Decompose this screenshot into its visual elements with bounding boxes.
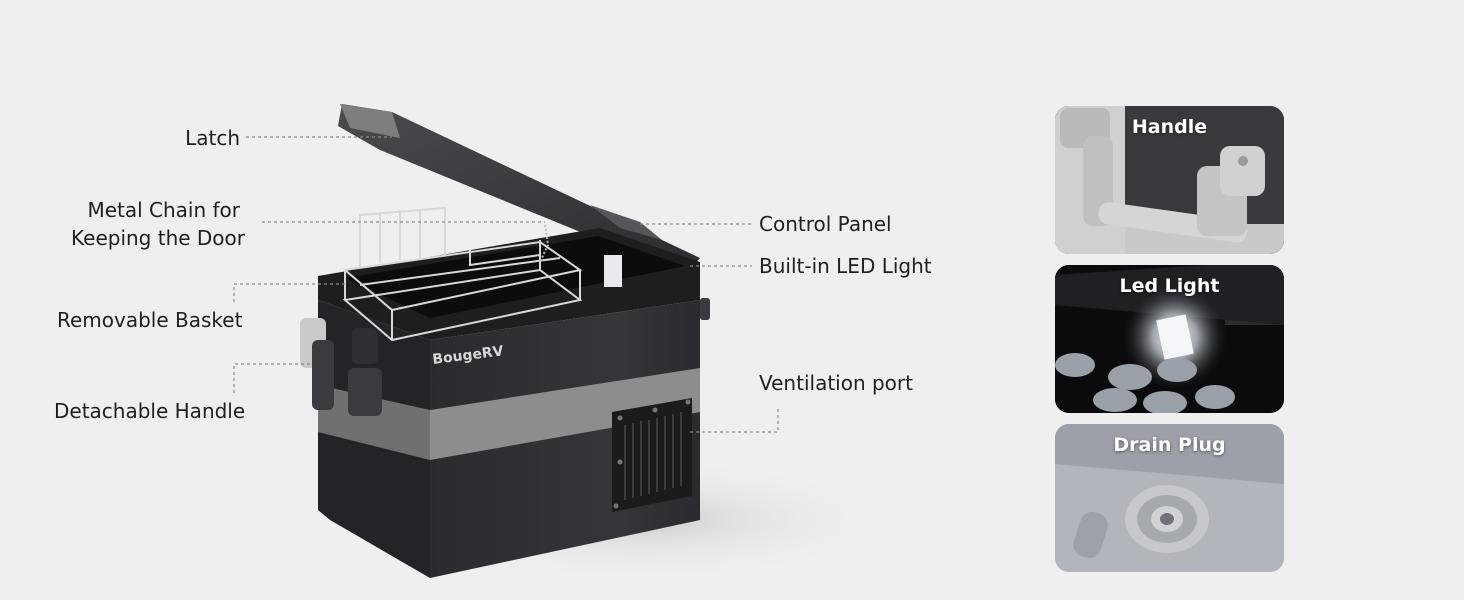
lid-latch	[340, 104, 400, 138]
led-light-closeup-icon	[1055, 265, 1284, 413]
control-panel	[590, 205, 662, 240]
thumbnail-handle-title: Handle	[1131, 116, 1208, 138]
thumbnail-handle: Handle	[1055, 106, 1284, 254]
callout-handle: Detachable Handle	[54, 399, 246, 423]
callout-led: Built-in LED Light	[759, 254, 932, 278]
led-light	[604, 255, 622, 287]
thumbnail-drain-title: Drain Plug	[1113, 434, 1226, 456]
metal-chain	[539, 224, 550, 263]
fridge-lid	[338, 104, 700, 270]
wire-basket	[342, 206, 583, 342]
fridge-gray-band	[318, 385, 430, 460]
callout-control-panel: Control Panel	[759, 212, 892, 236]
drain-plug-closeup-icon	[1055, 424, 1284, 572]
callout-chain-line1: Metal Chain for	[87, 198, 240, 222]
callout-latch: Latch	[185, 126, 240, 150]
detachable-handle	[300, 318, 382, 416]
thumbnail-led-light: Led Light	[1055, 265, 1284, 413]
thumbnail-led-title: Led Light	[1119, 275, 1220, 297]
thumbnail-drain-plug: Drain Plug	[1055, 424, 1284, 572]
callout-chain-line2: Keeping the Door	[71, 226, 245, 250]
callout-basket: Removable Basket	[57, 308, 243, 332]
handle-closeup-icon	[1055, 106, 1284, 254]
callout-ventilation: Ventilation port	[759, 371, 913, 395]
